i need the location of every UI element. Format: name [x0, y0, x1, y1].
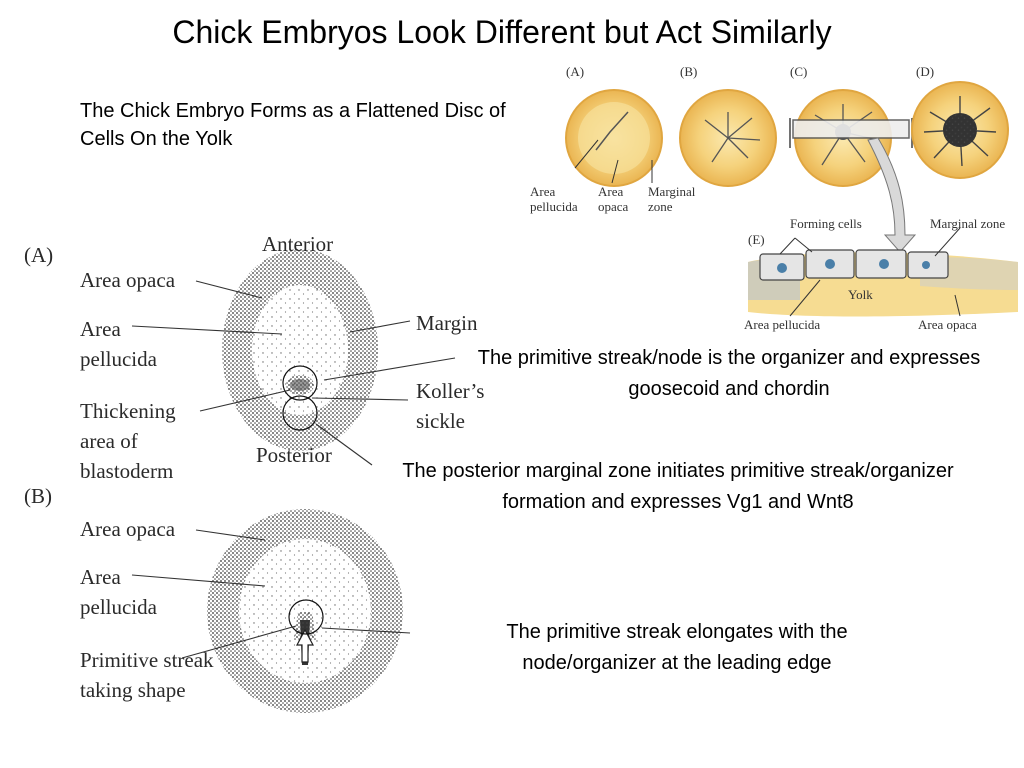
page-title: Chick Embryos Look Different but Act Sim…	[172, 14, 832, 50]
label-kollers-sickle: Koller’s sickle	[416, 379, 485, 433]
label-area-pellucida-e: Area pellucida	[744, 317, 821, 332]
embryo-stage-b	[679, 89, 777, 187]
label-area-opaca-e: Area opaca	[918, 317, 977, 332]
label-thickening: Thickening area of blastoderm	[80, 399, 176, 483]
label-area-pellucida-b: Area pellucida	[80, 565, 157, 619]
label-posterior: Posterior	[256, 443, 332, 467]
label-area-pellucida-a: Area pellucida	[80, 317, 157, 371]
note-organizer: The primitive streak/node is the organiz…	[477, 347, 981, 400]
figure-a-blastoderm	[131, 249, 456, 466]
label-yolk: Yolk	[848, 287, 873, 302]
note-streak-elongation: The primitive streak elongates with the …	[506, 621, 848, 674]
label-area-opaca-a: Area opaca	[80, 268, 176, 292]
panel-label-b: (B)	[24, 484, 52, 508]
label-area-pellucida-top: Area pellucida	[530, 184, 578, 214]
panel-label-top-a: (A)	[566, 64, 585, 79]
panel-label-top-c: (C)	[790, 64, 808, 79]
label-marginal-zone-e: Marginal zone	[930, 216, 1006, 231]
subtitle: The Chick Embryo Forms as a Flattened Di…	[80, 100, 506, 150]
note-posterior-marginal-zone: The posterior marginal zone initiates pr…	[402, 460, 954, 513]
panel-label-top-b: (B)	[680, 64, 698, 79]
panel-label-top-d: (D)	[916, 64, 935, 79]
label-marginal-zone-top: Marginal zone	[648, 184, 696, 214]
label-primitive-streak: Primitive streak taking shape	[80, 648, 214, 702]
embryo-stage-a	[565, 89, 663, 187]
panel-label-a: (A)	[24, 243, 54, 267]
label-anterior: Anterior	[262, 232, 334, 256]
panel-label-top-e: (E)	[748, 232, 765, 247]
label-area-opaca-top: Area opaca	[598, 184, 629, 214]
figure-b-blastoderm	[131, 509, 411, 713]
embryo-cross-section-e	[748, 227, 1018, 317]
embryo-stage-d	[911, 81, 1009, 179]
label-margin: Margin	[416, 311, 478, 335]
label-forming-cells: Forming cells	[790, 216, 862, 231]
label-area-opaca-b: Area opaca	[80, 517, 176, 541]
